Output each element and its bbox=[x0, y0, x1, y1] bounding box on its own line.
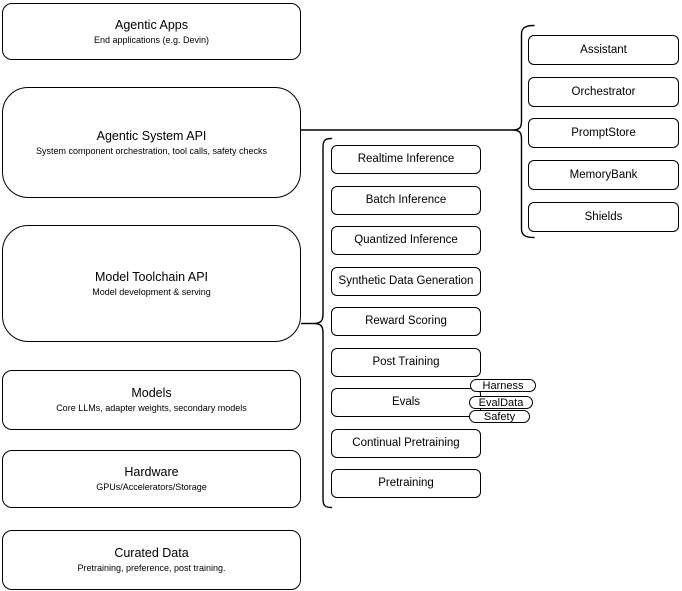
node-label: Evals bbox=[391, 396, 421, 408]
node-title: Model Toolchain API bbox=[94, 269, 209, 284]
node-label: PromptStore bbox=[571, 126, 636, 139]
node-post-training: Post Training bbox=[331, 348, 481, 377]
tag-safety: Safety bbox=[469, 410, 530, 423]
node-assistant: Assistant bbox=[528, 35, 679, 65]
toolchain-services-brace bbox=[313, 137, 333, 509]
node-label: Orchestrator bbox=[571, 85, 636, 98]
node-label: Shields bbox=[584, 210, 623, 223]
node-label: Pretraining bbox=[378, 477, 434, 489]
node-subtitle: End applications (e.g. Devin) bbox=[93, 34, 210, 45]
node-label: MemoryBank bbox=[569, 168, 638, 181]
node-label: Batch Inference bbox=[365, 194, 447, 206]
tag-label: Harness bbox=[482, 379, 524, 392]
tag-harness: Harness bbox=[470, 379, 536, 392]
node-promptstore: PromptStore bbox=[528, 118, 679, 148]
node-label: Synthetic Data Generation bbox=[338, 275, 474, 287]
node-memorybank: MemoryBank bbox=[528, 160, 679, 190]
node-subtitle: System component orchestration, tool cal… bbox=[35, 145, 268, 156]
node-label: Quantized Inference bbox=[354, 234, 458, 246]
node-models: Models Core LLMs, adapter weights, secon… bbox=[2, 370, 301, 430]
node-batch-inference: Batch Inference bbox=[331, 186, 481, 215]
node-subtitle: GPUs/Accelerators/Storage bbox=[96, 482, 207, 492]
node-reward-scoring: Reward Scoring bbox=[331, 307, 481, 336]
node-evals: Evals bbox=[331, 388, 481, 417]
node-title: Agentic System API bbox=[96, 128, 207, 143]
node-label: Realtime Inference bbox=[357, 153, 455, 165]
node-synthetic-data-generation: Synthetic Data Generation bbox=[331, 267, 481, 296]
tag-label: Safety bbox=[483, 410, 516, 423]
node-label: Reward Scoring bbox=[365, 315, 447, 327]
node-agentic-apps: Agentic Apps End applications (e.g. Devi… bbox=[2, 3, 301, 60]
node-label: Assistant bbox=[580, 43, 627, 56]
node-model-toolchain-api: Model Toolchain API Model development & … bbox=[2, 225, 301, 342]
node-curated-data: Curated Data Pretraining, preference, po… bbox=[2, 530, 301, 590]
node-title: Curated Data bbox=[114, 546, 189, 560]
tag-evaldata: EvalData bbox=[469, 396, 533, 409]
node-subtitle: Core LLMs, adapter weights, secondary mo… bbox=[56, 403, 247, 413]
node-subtitle: Pretraining, preference, post training. bbox=[77, 563, 226, 573]
node-shields: Shields bbox=[528, 202, 679, 232]
node-orchestrator: Orchestrator bbox=[528, 77, 679, 107]
node-realtime-inference: Realtime Inference bbox=[331, 145, 481, 174]
node-hardware: Hardware GPUs/Accelerators/Storage bbox=[2, 450, 301, 508]
node-subtitle: Model development & serving bbox=[92, 286, 211, 297]
node-quantized-inference: Quantized Inference bbox=[331, 226, 481, 255]
node-title: Models bbox=[131, 386, 172, 400]
node-agentic-system-api: Agentic System API System component orch… bbox=[2, 87, 301, 198]
node-continual-pretraining: Continual Pretraining bbox=[331, 429, 481, 458]
node-pretraining: Pretraining bbox=[331, 469, 481, 498]
node-title: Agentic Apps bbox=[115, 17, 188, 32]
node-label: Post Training bbox=[372, 356, 440, 368]
node-label: Continual Pretraining bbox=[352, 437, 460, 449]
tag-label: EvalData bbox=[478, 396, 524, 409]
node-title: Hardware bbox=[124, 465, 179, 479]
